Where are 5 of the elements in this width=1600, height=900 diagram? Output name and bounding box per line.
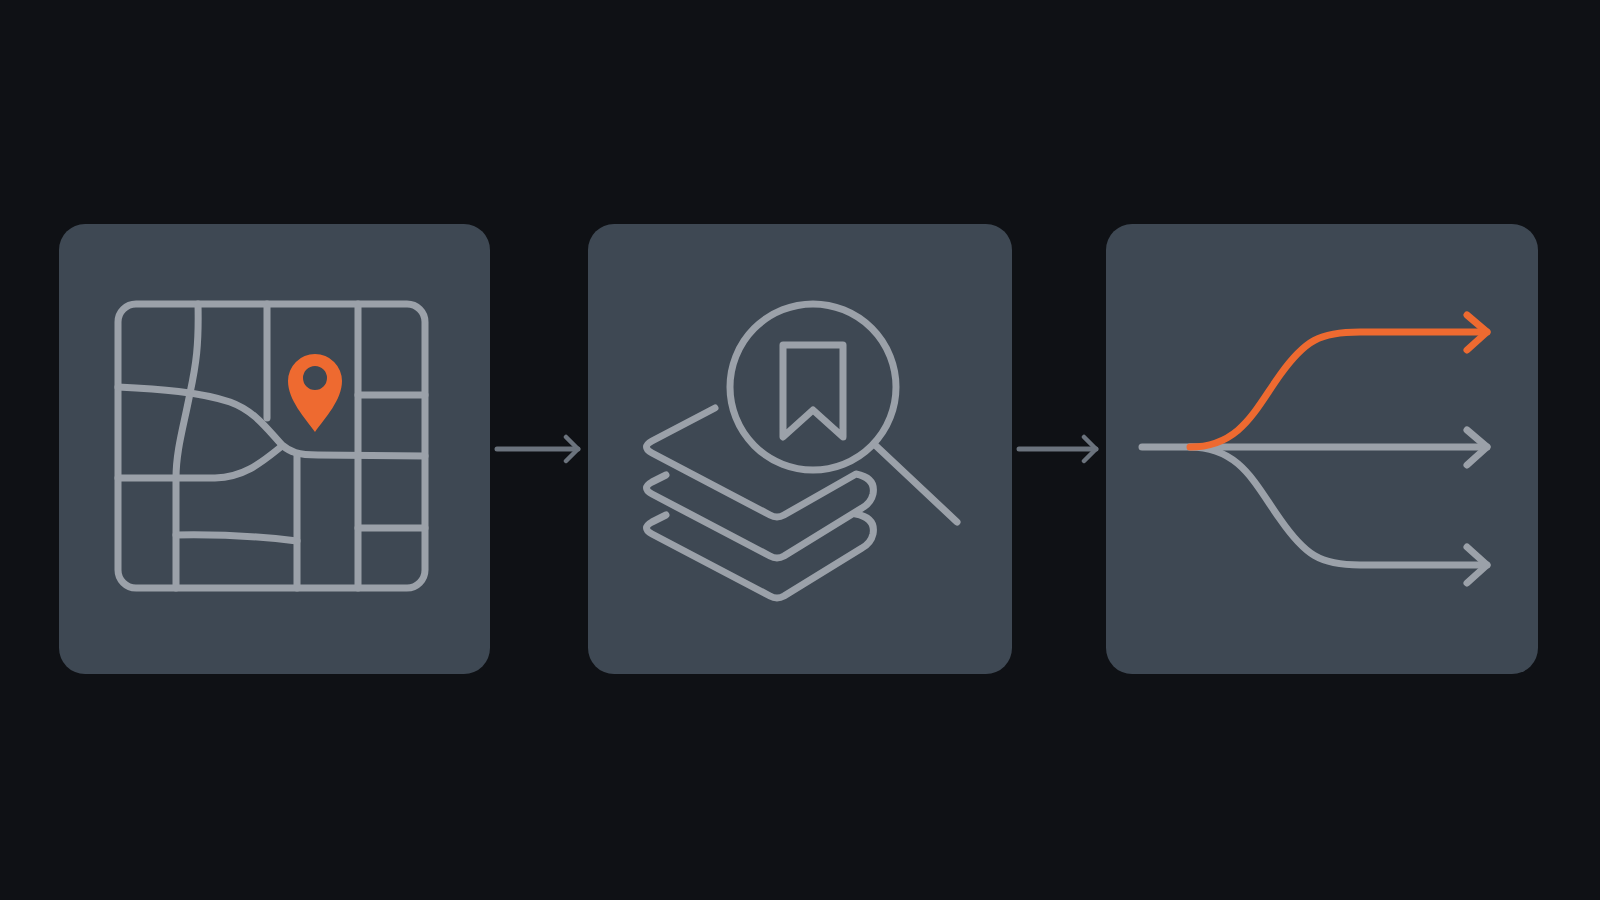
icon-tile xyxy=(588,224,1012,674)
icon-tile xyxy=(59,224,490,674)
arrow xyxy=(494,434,581,464)
icon-tile xyxy=(1106,224,1538,674)
arrow xyxy=(1016,434,1099,464)
